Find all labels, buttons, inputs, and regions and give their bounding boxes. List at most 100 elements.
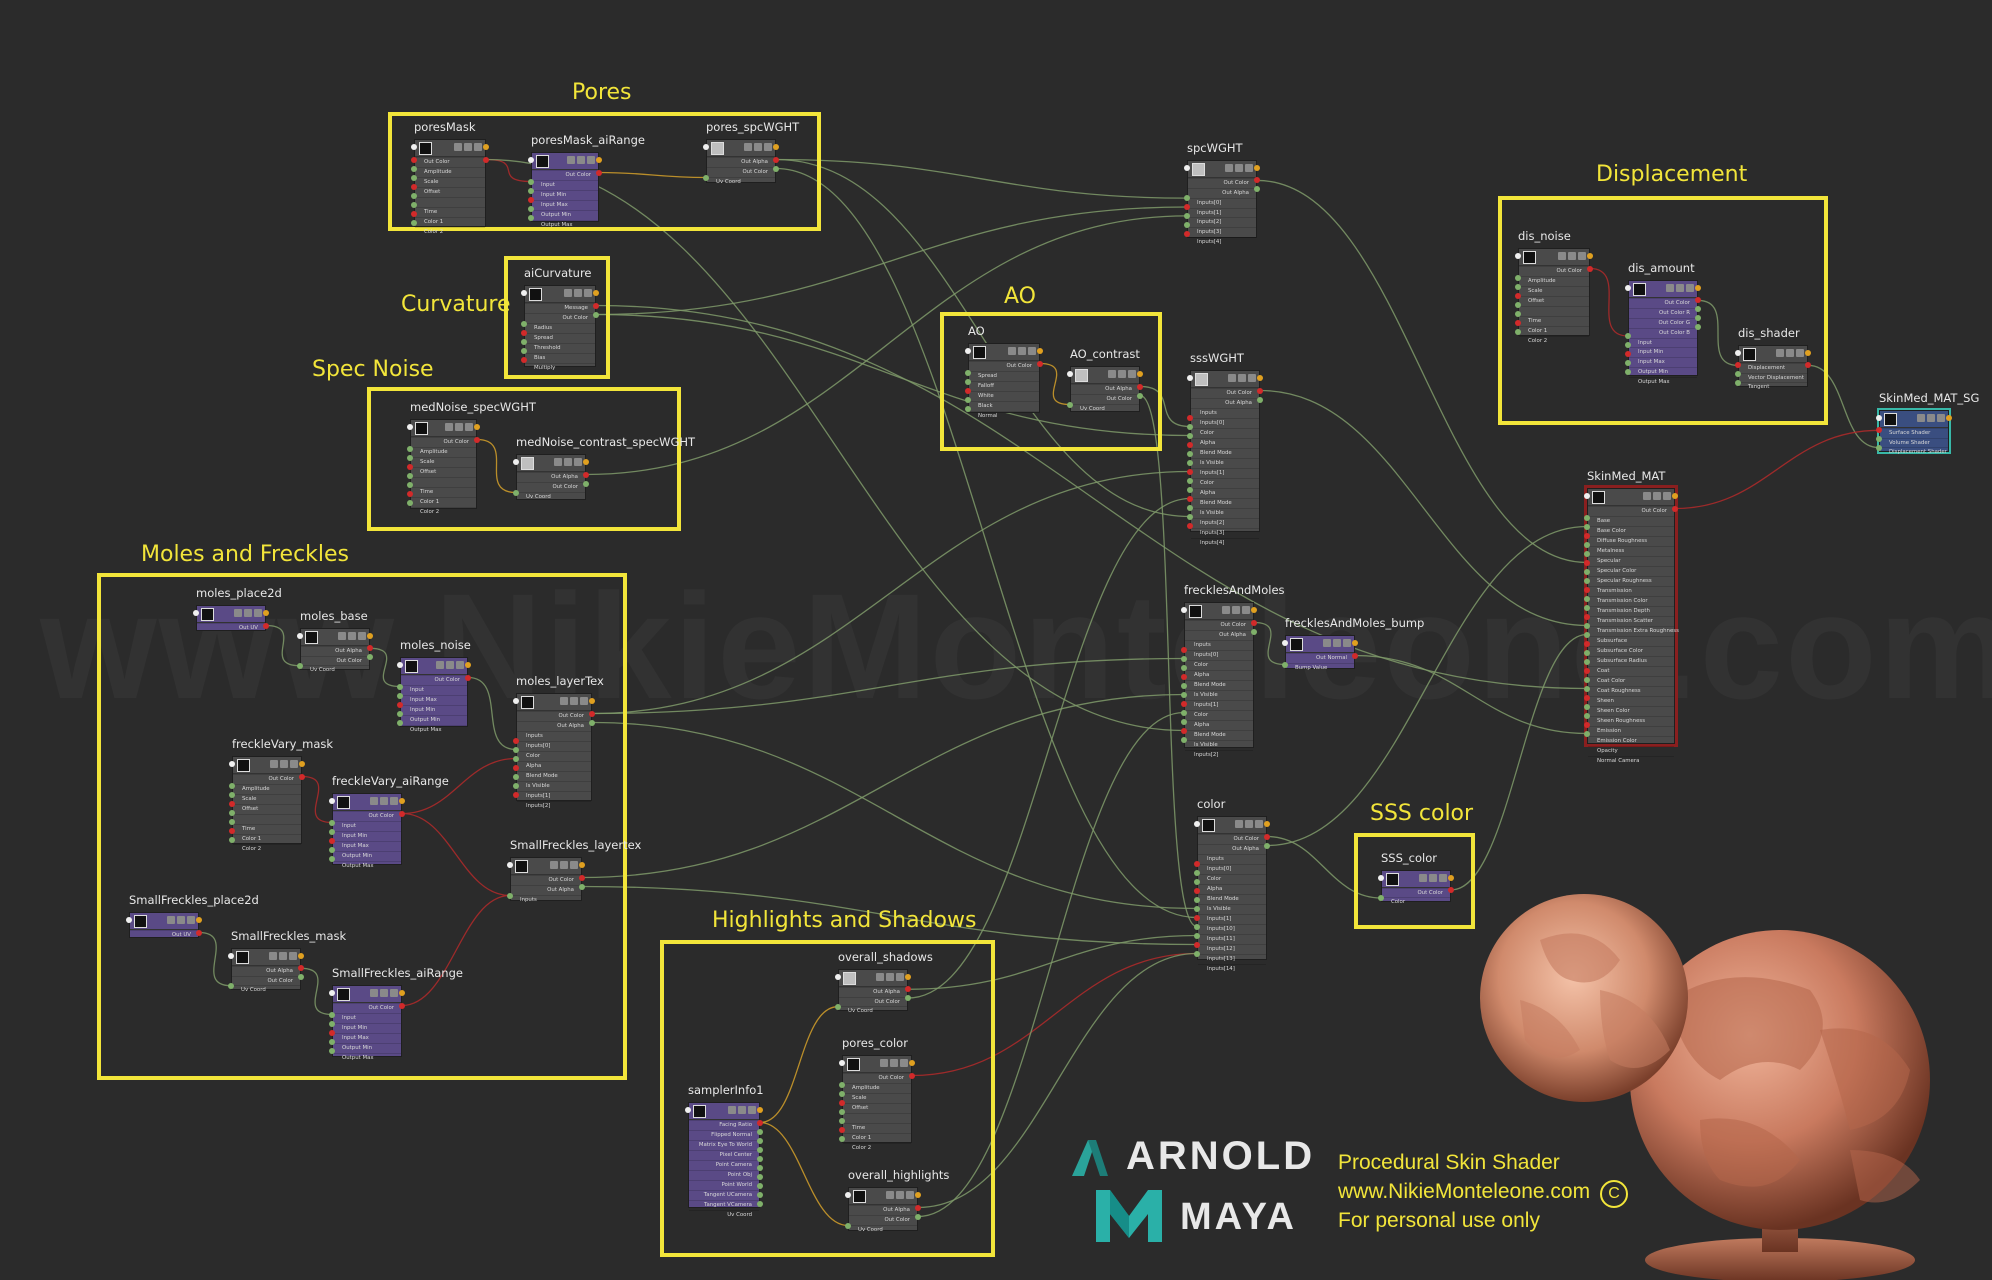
output-port[interactable] [589,710,595,717]
input-port[interactable] [521,338,527,345]
input-port[interactable] [1181,664,1187,671]
output-port[interactable] [915,1204,921,1211]
message-input-port[interactable] [513,459,519,465]
input-port[interactable] [229,809,235,816]
node-attribute[interactable]: Out Color [232,975,300,986]
input-port[interactable] [1515,319,1521,326]
message-input-port[interactable] [513,698,519,704]
input-port[interactable] [1515,310,1521,317]
input-port[interactable] [1584,622,1590,629]
input-port[interactable] [1625,350,1631,357]
input-port[interactable] [1181,673,1187,680]
node-attribute[interactable]: Out Color [1188,178,1256,188]
node-attribute[interactable]: Flipped Normal [689,1130,759,1140]
message-input-port[interactable] [228,953,234,959]
node-attribute[interactable]: Opacity [1588,746,1674,756]
output-port[interactable] [757,1182,763,1189]
node-attribute[interactable]: Input Max [401,695,467,705]
input-port[interactable] [1584,631,1590,638]
node-attribute[interactable]: Specular Roughness [1588,576,1674,586]
input-port[interactable] [1515,274,1521,281]
connection-wire[interactable] [301,775,333,824]
output-port[interactable] [915,1213,921,1220]
output-port[interactable] [596,169,602,176]
node-view-toggle-icon[interactable] [1578,252,1586,260]
connection-wire[interactable] [591,470,1191,715]
node-view-toggle-icon[interactable] [896,973,904,981]
output-port[interactable] [1264,833,1270,840]
message-output-port[interactable] [465,662,471,668]
output-port[interactable] [196,929,202,936]
node-attribute[interactable]: Inputs[0] [1185,650,1253,660]
node-attribute[interactable]: Out Color G [1629,317,1697,328]
output-port[interactable] [1137,392,1143,399]
input-port[interactable] [1194,950,1200,957]
node-attribute[interactable]: Color 2 [843,1143,911,1153]
node-view-toggle-icon[interactable] [550,861,558,869]
node-attribute[interactable]: Input Max [333,1033,401,1043]
input-port[interactable] [1187,450,1193,457]
output-port[interactable] [583,480,589,487]
message-input-port[interactable] [1184,165,1190,171]
message-input-port[interactable] [1378,875,1384,881]
input-port[interactable] [1194,941,1200,948]
output-port[interactable] [583,471,589,478]
node-view-toggle-icon[interactable] [890,1059,898,1067]
message-output-port[interactable] [483,144,489,150]
node-view-toggle-icon[interactable] [1676,284,1684,292]
node-attribute[interactable]: Is Visible [1191,458,1259,468]
node-attribute[interactable]: Normal [969,411,1039,421]
input-port[interactable] [1584,532,1590,539]
node-attribute[interactable]: Bias [525,353,595,363]
node-attribute[interactable]: Inputs[0] [1191,418,1259,428]
node-attribute[interactable]: Out Color [707,167,775,177]
input-port[interactable] [845,1222,851,1229]
node-attribute[interactable]: Time [843,1123,911,1133]
node-view-toggle-icon[interactable] [564,289,572,297]
input-port[interactable] [1584,577,1590,584]
connection-wire[interactable] [581,885,1198,946]
output-port[interactable] [757,1128,763,1135]
node-attribute[interactable]: Specular [1588,556,1674,566]
output-port[interactable] [757,1164,763,1171]
node-attribute[interactable]: Out Color [411,437,476,447]
output-port[interactable] [757,1119,763,1126]
connection-wire[interactable] [581,693,1185,879]
message-output-port[interactable] [263,610,269,616]
node-attribute[interactable]: Output Min [401,715,467,725]
input-port[interactable] [1515,292,1521,299]
node-attribute[interactable]: Out Color [1071,394,1139,404]
output-port[interactable] [757,1200,763,1207]
node-attribute[interactable]: Inputs [511,895,581,905]
node-attribute[interactable]: Color 1 [843,1133,911,1143]
node-attribute[interactable]: Inputs[12] [1198,944,1266,954]
node-view-toggle-icon[interactable] [1643,492,1651,500]
input-port[interactable] [521,347,527,354]
input-port[interactable] [1584,595,1590,602]
input-port[interactable] [965,369,971,376]
node-view-toggle-icon[interactable] [1776,349,1784,357]
connection-wire[interactable] [1674,429,1880,510]
connection-wire[interactable] [1139,394,1198,928]
node-attribute[interactable]: Surface Shader [1880,428,1948,438]
output-port[interactable] [399,810,405,817]
input-port[interactable] [1378,895,1384,901]
input-port[interactable] [1584,604,1590,611]
node-view-toggle-icon[interactable] [1118,370,1126,378]
input-port[interactable] [513,489,519,496]
input-port[interactable] [1184,195,1190,202]
node-attribute[interactable]: Alpha [1191,438,1259,448]
node-view-toggle-icon[interactable] [380,989,388,997]
node-view-toggle-icon[interactable] [270,760,278,768]
node-view-toggle-icon[interactable] [1419,874,1427,882]
input-port[interactable] [329,837,335,844]
node-attribute[interactable]: Blend Mode [517,771,591,781]
input-port[interactable] [835,1003,841,1010]
node-attribute[interactable]: Input Min [401,705,467,715]
